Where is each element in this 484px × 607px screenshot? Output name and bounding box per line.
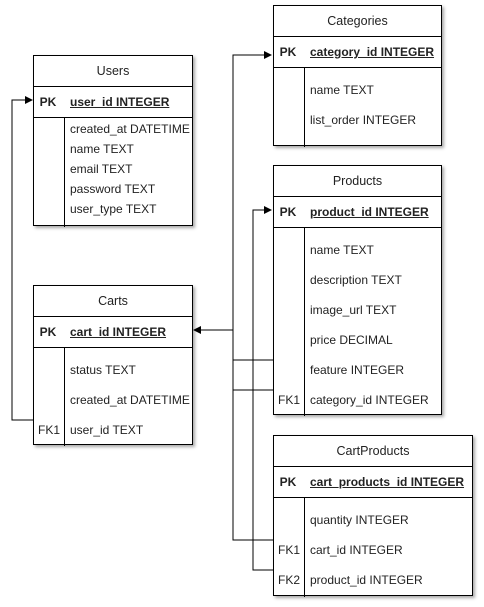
field-attribute: product_id INTEGER [310, 573, 423, 587]
field-list: name TEXT description TEXT image_url TEX… [274, 228, 441, 416]
key-label: PK [279, 45, 297, 59]
field-list: status TEXT created_at DATETIME FK1 user… [34, 348, 192, 446]
key-label: FK2 [277, 573, 300, 587]
entity-title: Users [34, 56, 192, 87]
field-list: quantity INTEGER FK1 cart_id INTEGER FK2… [274, 498, 472, 597]
entity-cartproducts[interactable]: CartProducts PK cart_products_id INTEGER… [273, 435, 473, 597]
field-list: name TEXT list_order INTEGER [274, 68, 441, 147]
primary-key-row: PK cart_products_id INTEGER [274, 467, 472, 498]
key-label: FK1 [277, 543, 300, 557]
field-attribute: name TEXT [310, 243, 374, 257]
entity-title: Products [274, 166, 441, 197]
primary-key-row: PK product_id INTEGER [274, 197, 441, 228]
key-label: PK [39, 95, 57, 109]
key-label: PK [279, 475, 297, 489]
field-attribute: status TEXT [70, 363, 136, 377]
primary-key-row: PK cart_id INTEGER [34, 317, 192, 348]
primary-key-row: PK user_id INTEGER [34, 87, 192, 118]
relation-cartproducts-carts [193, 326, 273, 541]
entity-carts[interactable]: Carts PK cart_id INTEGER status TEXT cre… [33, 285, 193, 446]
field-attribute: password TEXT [70, 182, 156, 196]
primary-key-attribute: cart_id INTEGER [70, 325, 167, 339]
field-list: created_at DATETIME name TEXT email TEXT… [34, 118, 192, 227]
field-attribute: cart_id INTEGER [310, 543, 403, 557]
field-attribute: name TEXT [70, 142, 134, 156]
key-column-divider [304, 498, 305, 597]
primary-key-attribute: category_id INTEGER [310, 45, 435, 59]
primary-key-row: PK category_id INTEGER [274, 37, 441, 68]
primary-key-attribute: product_id INTEGER [310, 205, 429, 219]
field-attribute: created_at DATETIME [70, 393, 190, 407]
entity-products[interactable]: Products PK product_id INTEGER name TEXT… [273, 165, 442, 416]
field-attribute: image_url TEXT [310, 303, 397, 317]
field-attribute: quantity INTEGER [310, 513, 409, 527]
field-attribute: price DECIMAL [310, 333, 393, 347]
primary-key-attribute: user_id INTEGER [70, 95, 170, 109]
key-label: FK1 [277, 393, 300, 407]
field-attribute: user_type TEXT [70, 202, 157, 216]
relation-carts-users [11, 96, 33, 421]
key-label: PK [279, 205, 297, 219]
entity-title: Carts [34, 286, 192, 317]
entity-users[interactable]: Users PK user_id INTEGER created_at DATE… [33, 55, 193, 227]
key-label: PK [39, 325, 57, 339]
field-attribute: created_at DATETIME [70, 122, 190, 136]
field-attribute: list_order INTEGER [310, 113, 417, 127]
key-column-divider [64, 348, 65, 446]
key-column-divider [64, 118, 65, 227]
field-attribute: user_id TEXT [70, 423, 144, 437]
key-label: FK1 [37, 423, 60, 437]
primary-key-attribute: cart_products_id INTEGER [310, 475, 465, 489]
entity-title: CartProducts [274, 436, 472, 467]
key-column-divider [304, 228, 305, 416]
key-column-divider [304, 68, 305, 147]
relation-cartproducts-products [252, 206, 273, 571]
field-attribute: name TEXT [310, 83, 374, 97]
field-attribute: category_id INTEGER [310, 393, 429, 407]
entity-title: Categories [274, 6, 441, 37]
field-attribute: feature INTEGER [310, 363, 405, 377]
field-attribute: description TEXT [310, 273, 402, 287]
entity-categories[interactable]: Categories PK category_id INTEGER name T… [273, 5, 442, 147]
field-attribute: email TEXT [70, 162, 133, 176]
